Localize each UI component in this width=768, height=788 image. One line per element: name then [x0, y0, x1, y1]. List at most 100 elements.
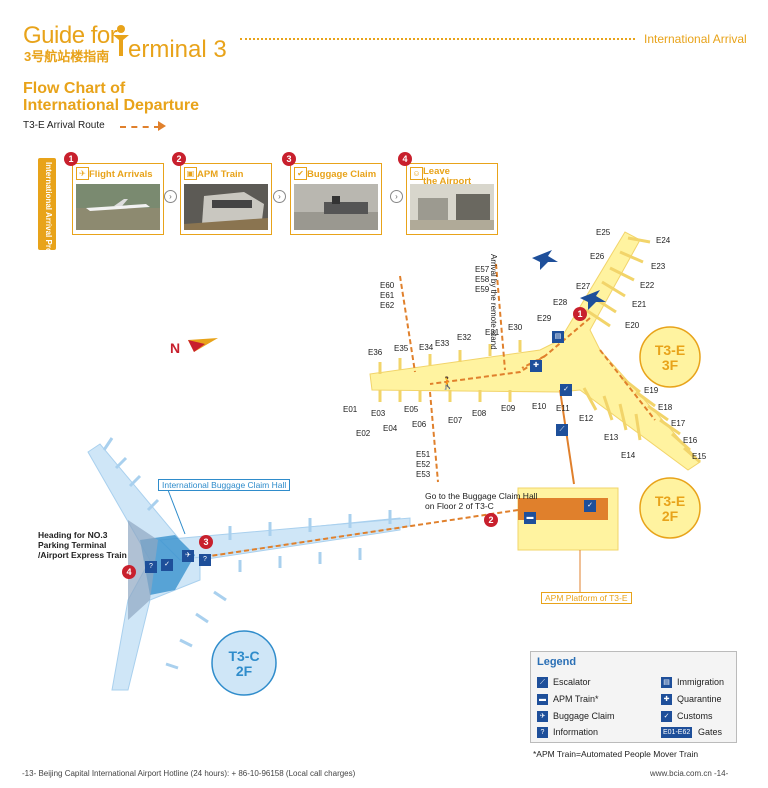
gate-e33: E33	[435, 339, 450, 348]
route-legend-line	[120, 126, 160, 128]
terminal-title: erminal 3	[128, 36, 227, 63]
section-title: International Arrival	[644, 32, 747, 46]
footer-website: www.bcia.com.cn -14-	[650, 769, 729, 778]
gate-e04: E04	[383, 424, 398, 433]
gate-e16: E16	[683, 436, 698, 445]
gate-e30: E30	[508, 323, 523, 332]
customs-icon: ✓	[661, 711, 672, 722]
customs-icon: ✓	[560, 384, 572, 396]
chevron-right-icon: ›	[273, 190, 286, 203]
gates-chip: E01-E62	[661, 727, 693, 738]
customs-icon: ✓	[584, 500, 596, 512]
immigration-icon: ▤	[552, 331, 564, 343]
route-legend-label: T3-E Arrival Route	[23, 120, 105, 131]
baggage-icon: ✔	[294, 167, 307, 180]
chinese-title: 3号航站楼指南	[24, 49, 110, 64]
gate-e31: E31	[485, 328, 500, 337]
train-photo	[184, 184, 268, 230]
flight-photo	[76, 184, 160, 230]
gate-e35: E35	[394, 344, 409, 353]
map-marker-2: 2	[484, 513, 498, 527]
quarantine-icon: ✚	[661, 694, 672, 705]
apm-link	[559, 389, 575, 485]
quarantine-icon: ✚	[530, 360, 542, 372]
route-legend-arrow	[158, 121, 166, 131]
gate-e36: E36	[368, 348, 383, 357]
gate-e21: E21	[632, 300, 647, 309]
terminal-t-logo	[112, 24, 130, 58]
gate-e14: E14	[621, 451, 636, 460]
t3e-2f-circle	[639, 477, 701, 539]
gate-e20: E20	[625, 321, 640, 330]
gate-e05: E05	[404, 405, 419, 414]
gate-e08: E08	[472, 409, 487, 418]
page-title: Flow Chart of International Departure	[23, 80, 200, 114]
t3e-3f-circle	[639, 326, 701, 388]
immigration-icon: ▤	[661, 677, 672, 688]
exit-photo	[410, 184, 494, 230]
customs-icon: ✓	[161, 559, 173, 571]
legend: Legend ⟋ Escalator ▬ APM Train* ✈ Buggag…	[530, 651, 737, 743]
gate-e17: E17	[671, 419, 686, 428]
baggage-claim-icon: ✈	[182, 550, 194, 562]
guide-title: Guide for	[23, 22, 118, 49]
map-marker-1: 1	[573, 307, 587, 321]
gate-e07: E07	[448, 416, 463, 425]
people-icon: ☺	[410, 167, 423, 180]
info-icon: ?	[199, 554, 211, 566]
gate-e25: E25	[596, 228, 611, 237]
apm-platform-label: APM Platform of T3-E	[541, 592, 632, 604]
gate-e26: E26	[590, 252, 605, 261]
gate-e10: E10	[532, 402, 547, 411]
gate-e32: E32	[457, 333, 472, 342]
train-icon: ▣	[184, 167, 197, 180]
gate-e24: E24	[656, 236, 671, 245]
claim-hall-shadow	[128, 520, 158, 620]
apm-train-icon: ▬	[524, 512, 536, 524]
remote-stand-label: Arrival by the remote stand	[489, 254, 498, 350]
chevron-right-icon: ›	[390, 190, 403, 203]
escalator-icon: ⟋	[537, 677, 548, 688]
step-flight-arrivals: ✈ Flight Arrivals	[72, 163, 164, 235]
gate-e09: E09	[501, 404, 516, 413]
walking-person-icon: 🚶	[440, 376, 455, 390]
procedures-tab: International Arrival Procedures	[38, 158, 56, 284]
map-marker-4: 4	[122, 565, 136, 579]
t3c-2f-circle	[211, 630, 277, 696]
t3c-gate-stubs	[102, 437, 392, 670]
step-3-marker: 3	[282, 152, 296, 166]
gate-e22: E22	[640, 281, 655, 290]
gate-e28: E28	[553, 298, 568, 307]
baggage-photo	[294, 184, 378, 230]
footer-hotline: -13- Beijing Capital International Airpo…	[22, 769, 356, 778]
baggage-claim-icon: ✈	[537, 711, 548, 722]
gate-e06: E06	[412, 420, 427, 429]
apm-train-icon: ▬	[537, 694, 548, 705]
gate-e18: E18	[658, 403, 673, 412]
gate-e12: E12	[579, 414, 594, 423]
info-icon: ?	[537, 727, 548, 738]
step-1-marker: 1	[64, 152, 78, 166]
gate-e29: E29	[537, 314, 552, 323]
chevron-right-icon: ›	[164, 190, 177, 203]
gate-e15: E15	[692, 452, 707, 461]
gate-e34: E34	[419, 343, 434, 352]
intl-claim-hall-label: International Buggage Claim Hall	[158, 479, 291, 491]
step-2-marker: 2	[172, 152, 186, 166]
map-marker-3: 3	[199, 535, 213, 549]
gate-e19: E19	[644, 386, 659, 395]
step-baggage-claim: ✔ Buggage Claim	[290, 163, 382, 235]
claim-hall-leader	[167, 489, 186, 535]
plane-icon: ✈	[76, 167, 89, 180]
t3e-gate-stubs	[378, 236, 701, 464]
gate-e11: E11	[556, 404, 570, 413]
